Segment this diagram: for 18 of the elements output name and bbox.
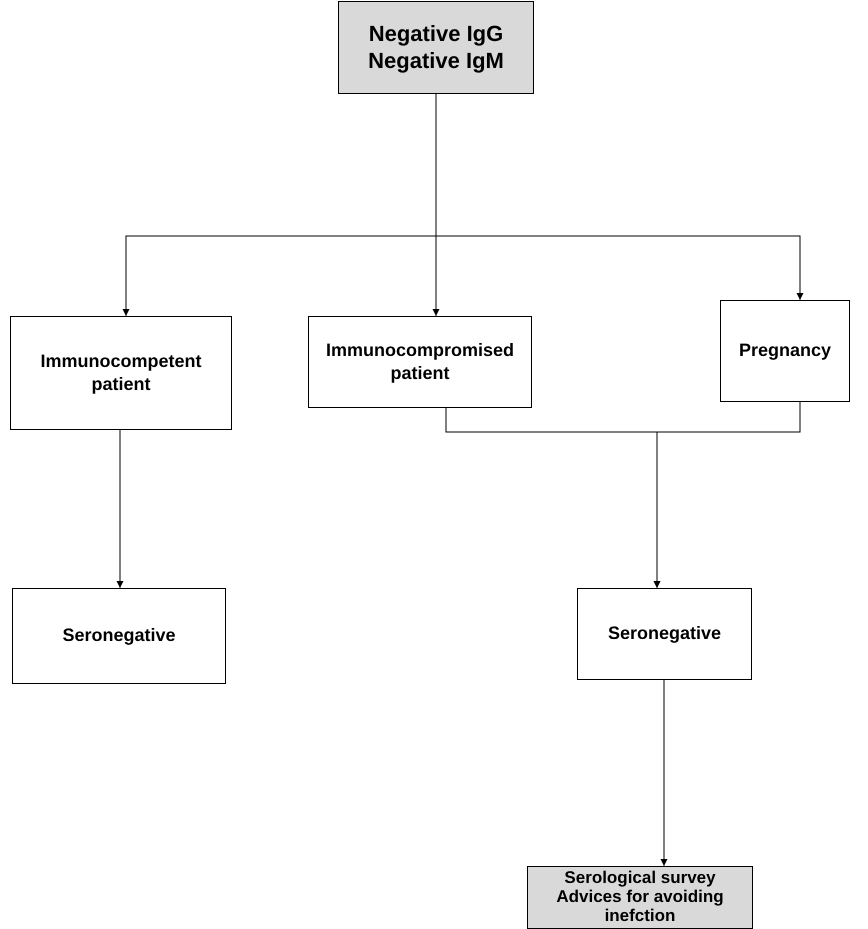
box-text: Seronegative xyxy=(62,624,176,648)
box-text: Seronegative xyxy=(608,622,722,646)
box-text: Negative IgG Negative IgM xyxy=(367,21,505,74)
box-text: Advices for avoiding inefction xyxy=(555,888,725,926)
box-text: Immunocompromised patient xyxy=(324,338,516,385)
box-text: Pregnancy xyxy=(738,339,832,362)
process-box xyxy=(338,1,534,94)
box-text: Immunocompetent patient xyxy=(39,350,202,396)
box-text: Serological survey xyxy=(564,869,716,888)
arrow xyxy=(654,402,800,588)
arrow xyxy=(116,430,124,588)
process-box xyxy=(720,300,850,402)
process-box xyxy=(577,588,752,680)
process-box xyxy=(10,316,232,430)
process-box xyxy=(527,866,753,929)
process-box xyxy=(12,588,226,684)
process-box xyxy=(308,316,532,408)
arrow xyxy=(660,680,668,866)
